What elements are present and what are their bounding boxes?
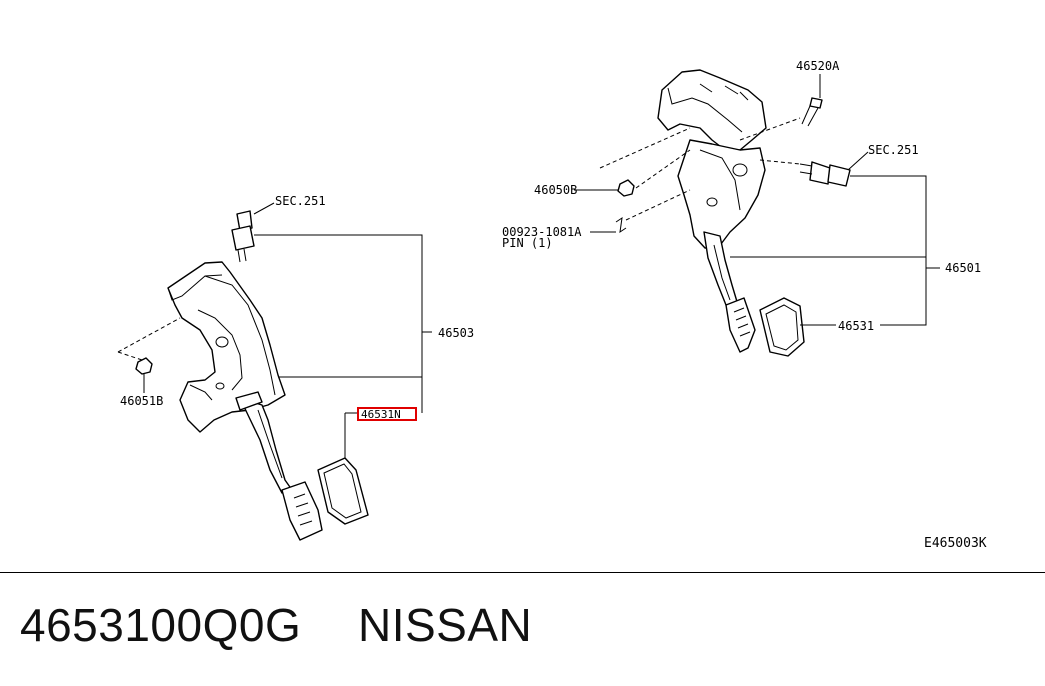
label-sec251-left[interactable]: SEC.251 — [275, 194, 326, 208]
label-46520A[interactable]: 46520A — [796, 59, 840, 73]
highlight-box-46531N — [357, 407, 417, 421]
brand-name: NISSAN — [358, 599, 533, 651]
label-sec251-right[interactable]: SEC.251 — [868, 143, 919, 157]
figure-code: E465003K — [924, 536, 987, 551]
label-46531[interactable]: 46531 — [838, 319, 874, 333]
label-46051B[interactable]: 46051B — [120, 394, 163, 408]
left-leader-lines — [117, 202, 432, 458]
label-00923-1081A[interactable]: 00923-1081A — [502, 225, 582, 239]
label-pin-note: PIN (1) — [502, 236, 553, 250]
right-pedal-assembly — [615, 69, 851, 357]
label-46531N[interactable]: 46531N — [361, 408, 401, 421]
left-pedal-assembly — [135, 210, 369, 541]
label-46503[interactable]: 46503 — [438, 326, 474, 340]
right-leader-lines — [574, 74, 940, 326]
label-46501[interactable]: 46501 — [945, 261, 981, 275]
label-46050B[interactable]: 46050B — [534, 183, 577, 197]
parts-diagram: SEC.251 46503 46051B 46531N 46520A SEC.2… — [117, 59, 987, 551]
part-number: 4653100Q0G — [20, 599, 302, 651]
footer-divider — [0, 572, 1045, 573]
